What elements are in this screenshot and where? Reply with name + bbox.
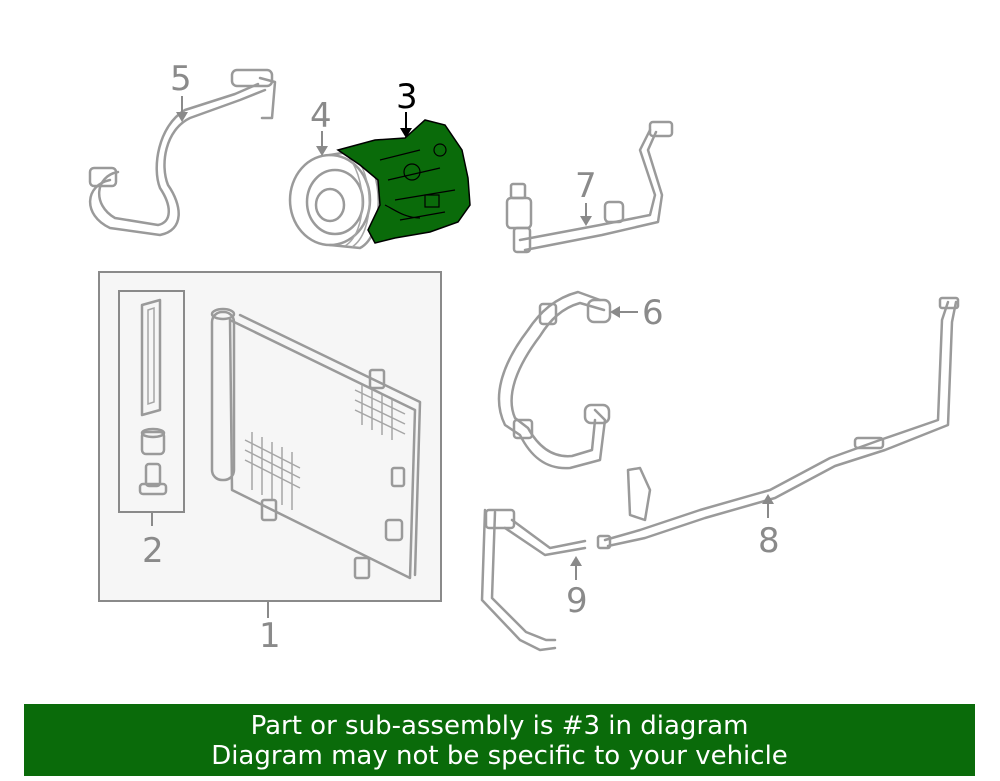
part-2-dryer-kit[interactable]: [138, 298, 168, 496]
callout-1: 1: [259, 616, 281, 656]
banner-line-1: Part or sub-assembly is #3 in diagram: [250, 711, 749, 741]
arrow-9: [570, 556, 582, 566]
part-7-line[interactable]: [505, 120, 674, 254]
arrow-3: [400, 128, 412, 138]
part-5-hose[interactable]: [88, 68, 277, 237]
callout-8: 8: [758, 521, 780, 561]
part-1-condenser[interactable]: [210, 307, 422, 580]
part-8-line[interactable]: [596, 296, 960, 550]
callout-7: 7: [575, 166, 597, 206]
part-6-hose[interactable]: [497, 290, 612, 470]
arrow-4: [316, 146, 328, 156]
parts-diagram: 5 4 3 7: [88, 59, 960, 656]
part-3-compressor[interactable]: [336, 119, 471, 244]
callout-6: 6: [642, 293, 664, 333]
banner-line-2: Diagram may not be specific to your vehi…: [211, 741, 788, 771]
arrow-6: [610, 306, 620, 318]
callout-2: 2: [142, 531, 164, 571]
callout-9: 9: [566, 581, 588, 621]
callout-3: 3: [396, 77, 418, 117]
arrow-7: [580, 216, 592, 226]
part-9-line[interactable]: [480, 508, 587, 652]
callout-4: 4: [310, 96, 332, 136]
part-2-box: [118, 290, 185, 513]
arrow-5: [176, 112, 188, 122]
info-banner: Part or sub-assembly is #3 in diagram Di…: [24, 704, 975, 776]
arrow-8: [762, 494, 774, 504]
callout-5: 5: [170, 59, 192, 99]
